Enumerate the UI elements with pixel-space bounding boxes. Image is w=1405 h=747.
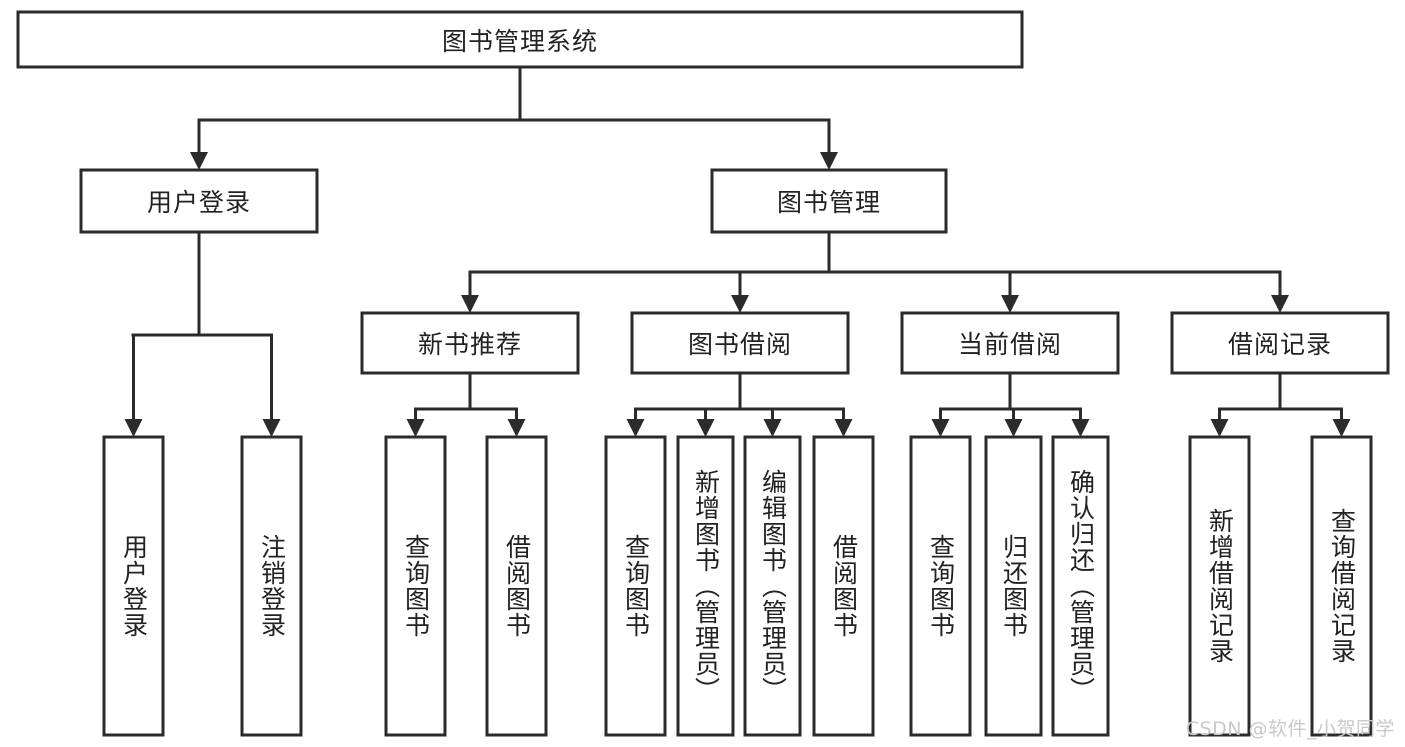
arrow-head-icon <box>1271 295 1289 313</box>
node-leaf-box-0[interactable] <box>102 435 165 737</box>
node-root-box[interactable] <box>16 10 1024 69</box>
node-level3-box-2[interactable] <box>900 311 1120 375</box>
arrow-head-icon <box>124 419 143 437</box>
arrow-head-icon <box>1001 295 1019 313</box>
node-leaf-box-4[interactable] <box>604 435 667 737</box>
node-level2-box-0[interactable] <box>79 168 319 234</box>
node-boxes-group <box>16 10 1390 737</box>
arrow-head-icon <box>507 419 526 437</box>
node-level2-box-1[interactable] <box>710 168 948 234</box>
arrow-head-icon <box>1004 419 1023 437</box>
connector-lines-group <box>124 65 1351 437</box>
node-leaf-box-11[interactable] <box>1188 435 1251 737</box>
node-leaf-box-7[interactable] <box>812 435 875 737</box>
arrow-head-icon <box>834 419 853 437</box>
arrow-head-icon <box>406 419 425 437</box>
node-leaf-box-8[interactable] <box>909 435 972 737</box>
csdn-watermark: CSDN @软件_小贺同学 <box>1185 718 1395 740</box>
arrow-head-icon <box>1071 419 1090 437</box>
node-leaf-box-12[interactable] <box>1310 435 1373 737</box>
node-leaf-box-5[interactable] <box>676 435 735 737</box>
node-leaf-box-10[interactable] <box>1051 435 1110 737</box>
arrow-head-icon <box>262 419 281 437</box>
node-level3-box-1[interactable] <box>630 311 850 375</box>
arrow-head-icon <box>190 152 208 170</box>
node-leaf-box-1[interactable] <box>240 435 303 737</box>
node-level3-box-0[interactable] <box>360 311 580 375</box>
arrow-head-icon <box>626 419 645 437</box>
arrow-head-icon <box>696 419 715 437</box>
arrow-head-icon <box>763 419 782 437</box>
node-leaf-box-3[interactable] <box>485 435 548 737</box>
node-leaf-box-2[interactable] <box>384 435 447 737</box>
arrow-head-icon <box>820 152 838 170</box>
node-leaf-box-9[interactable] <box>984 435 1043 737</box>
arrow-head-icon <box>1332 419 1351 437</box>
arrow-head-icon <box>931 419 950 437</box>
node-level3-box-3[interactable] <box>1170 311 1390 375</box>
arrow-head-icon <box>731 295 749 313</box>
arrow-head-icon <box>1210 419 1229 437</box>
arrow-head-icon <box>461 295 479 313</box>
node-leaf-box-6[interactable] <box>743 435 802 737</box>
